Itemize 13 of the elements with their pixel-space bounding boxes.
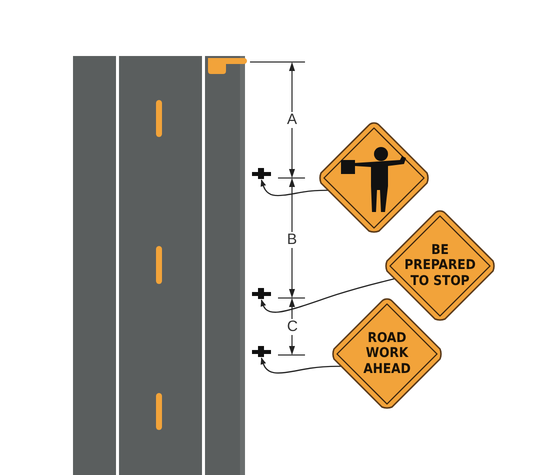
warning-sign [318, 122, 430, 234]
sign-location-icon [252, 288, 271, 299]
dimension-label: B [286, 232, 298, 248]
leader-arrow [260, 179, 330, 196]
warning-sign [331, 298, 443, 410]
leader-arrow [260, 278, 396, 313]
sign-location-icon [252, 346, 271, 357]
dimension-label: A [286, 112, 298, 128]
leader-arrow [260, 357, 344, 374]
warning-sign [384, 210, 496, 322]
sign-text: ROAD WORK AHEAD [362, 328, 412, 379]
dimension-label: C [286, 319, 299, 335]
sign-location-icon [252, 168, 271, 179]
